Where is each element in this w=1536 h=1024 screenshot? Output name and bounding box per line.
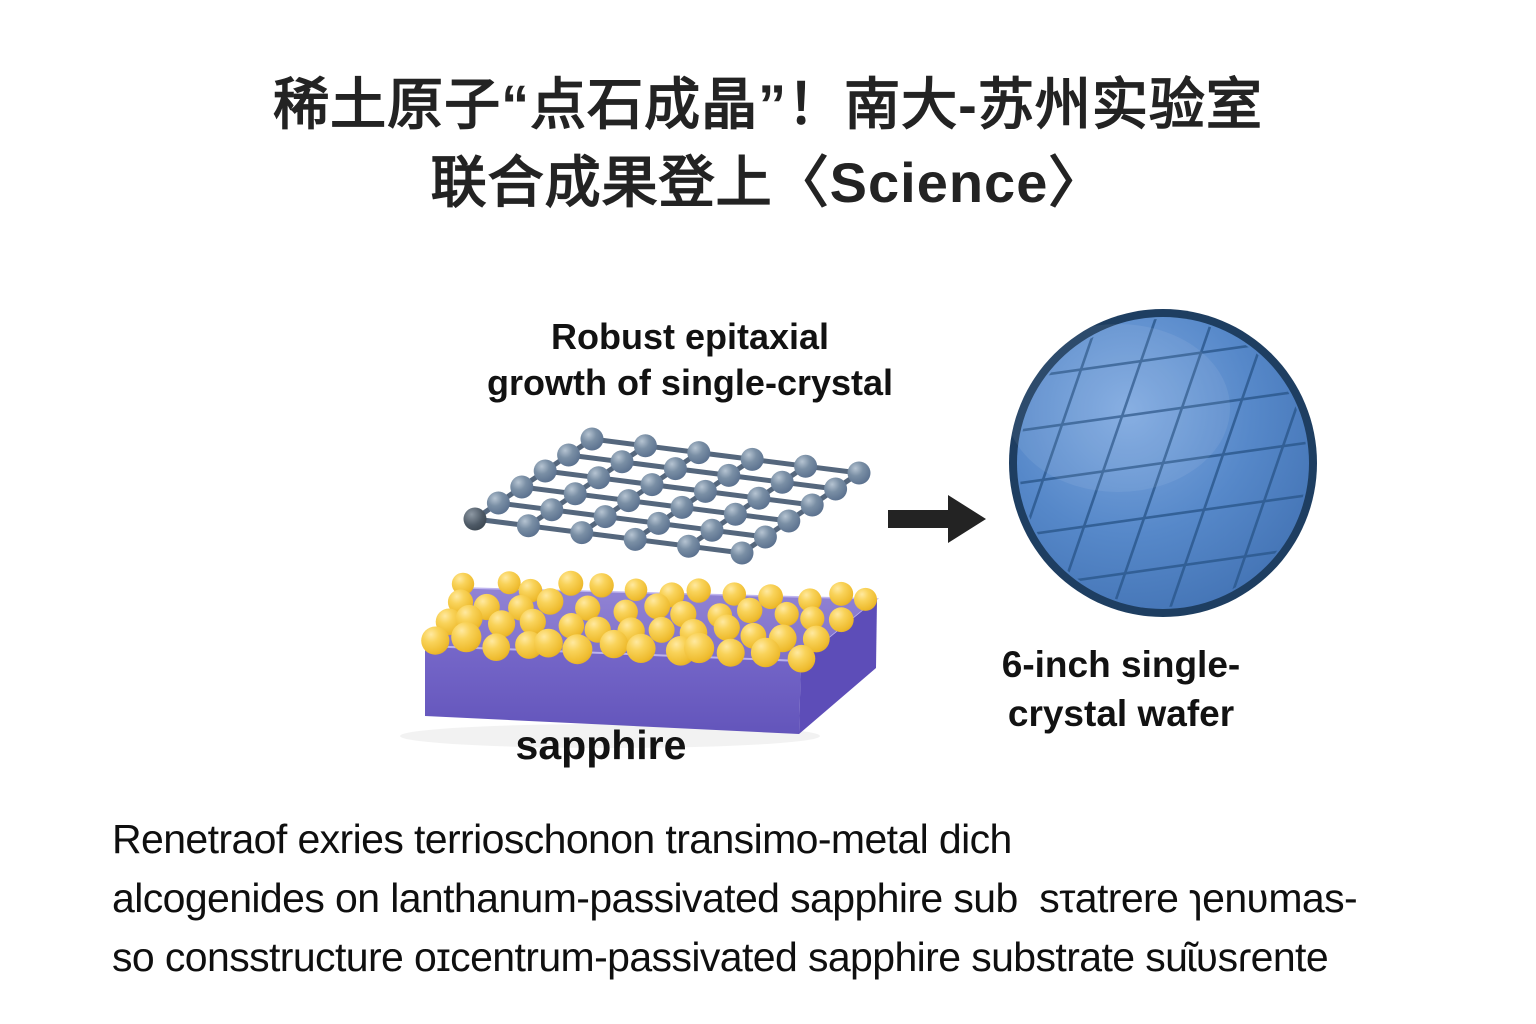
sapphire-substrate-label: sapphire — [515, 722, 687, 768]
page-title-line-2: 联合成果登上〈Science〉 — [430, 151, 1106, 214]
caption-line-3: so consstructure oɪcentrum-passivated sa… — [112, 934, 1329, 980]
wafer-label-line-2: crystal wafer — [1007, 693, 1235, 734]
crystal-lattice — [463, 427, 871, 565]
caption-line-1: Renetraof exries terrioschonon transimo-… — [112, 816, 1012, 862]
caption-line-2: alcogenides on lanthanum-passivated sapp… — [112, 875, 1358, 921]
wafer-label: 6-inch single- crystal wafer — [1002, 640, 1240, 738]
epitaxial-growth-label-line-1: Robust epitaxial — [550, 316, 830, 357]
page-title-line-1: 稀土原子“点石成晶”！南大-苏州实验室 — [273, 73, 1263, 136]
lanthanum-adatoms — [421, 570, 877, 673]
caption-paragraph: Renetraof exries terrioschonon transimo-… — [112, 810, 1442, 987]
right-arrow-icon — [888, 495, 986, 543]
epitaxial-growth-label-line-2: growth of single-crystal — [486, 362, 894, 403]
wafer-label-line-1: 6-inch single- — [1001, 644, 1241, 685]
epitaxial-growth-label: Robust epitaxial growth of single-crysta… — [487, 314, 893, 406]
wafer-illustration — [1006, 309, 1317, 617]
page-title: 稀土原子“点石成晶”！南大-苏州实验室 联合成果登上〈Science〉 — [0, 66, 1536, 222]
